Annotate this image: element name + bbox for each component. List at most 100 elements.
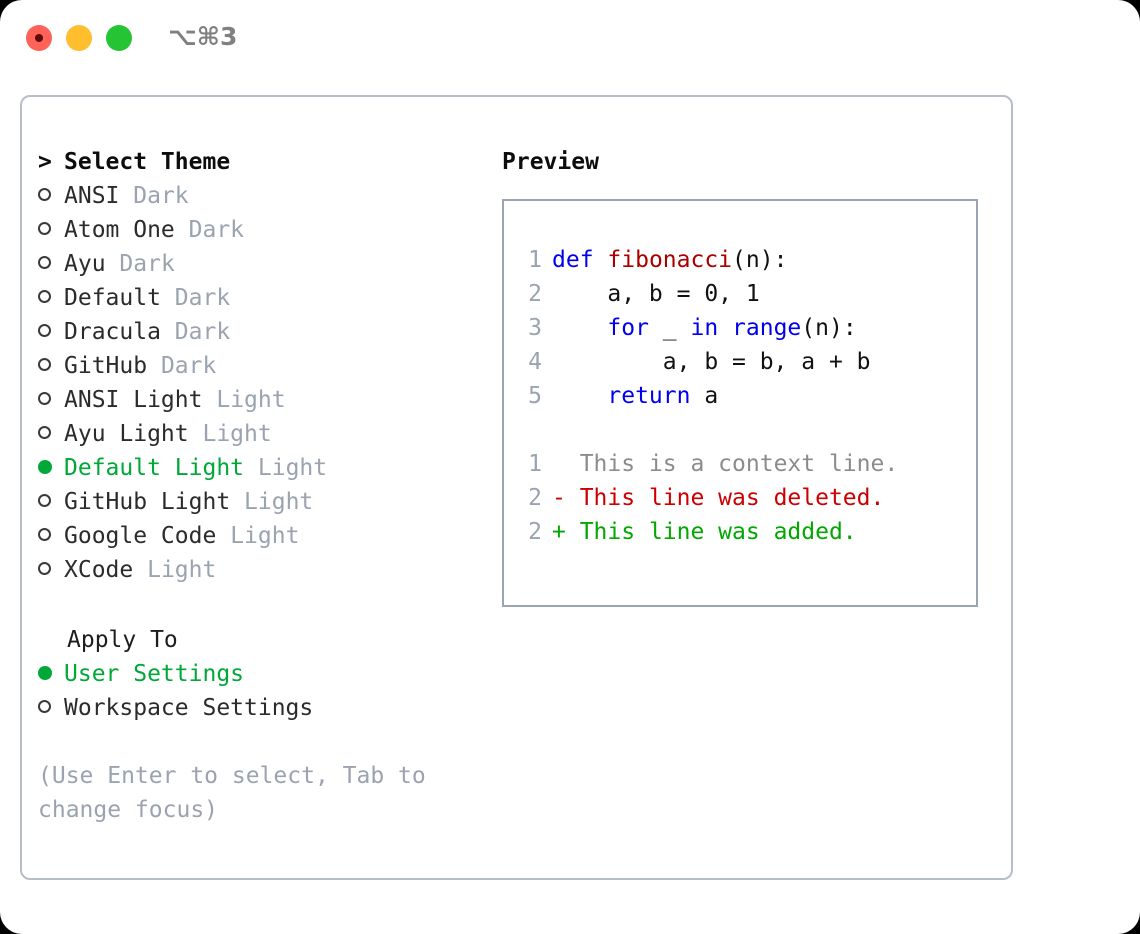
radio-empty-icon[interactable]: [38, 426, 51, 439]
theme-list-item[interactable]: Dracula Dark: [38, 315, 478, 349]
apply-to-option[interactable]: User Settings: [38, 657, 478, 691]
theme-category: Dark: [119, 251, 175, 277]
theme-name: Atom One: [64, 217, 175, 243]
theme-category: Light: [230, 523, 300, 549]
code-line: 1 def fibonacci(n):: [516, 243, 968, 277]
code-token: a: [690, 383, 719, 409]
apply-to-title: Apply To: [67, 627, 178, 653]
radio-empty-icon[interactable]: [38, 392, 51, 405]
close-button[interactable]: [26, 25, 52, 51]
code-token: [552, 383, 607, 409]
code-token: [552, 315, 607, 341]
theme-list-item[interactable]: Default Light Light: [38, 451, 478, 485]
diff-line: 2- This line was deleted.: [516, 481, 968, 515]
line-number: 1: [528, 451, 542, 477]
theme-name: ANSI: [64, 183, 120, 209]
radio-empty-icon[interactable]: [38, 222, 51, 235]
diff-line: 2 + This line was added.: [516, 515, 968, 549]
theme-list-item[interactable]: Default Dark: [38, 281, 478, 315]
theme-name: Default: [64, 285, 161, 311]
radio-empty-icon[interactable]: [38, 358, 51, 371]
hint-gap: [38, 725, 478, 759]
radio-empty-icon[interactable]: [38, 188, 51, 201]
theme-name: GitHub Light: [64, 489, 231, 515]
radio-selected-icon[interactable]: [38, 459, 52, 474]
radio-empty-icon[interactable]: [38, 528, 51, 541]
diff-text: This line was deleted.: [565, 485, 885, 511]
line-number: 1: [528, 247, 542, 273]
theme-name: Default Light: [64, 455, 245, 481]
radio-selected-icon[interactable]: [38, 665, 52, 680]
theme-category: Dark: [160, 353, 217, 379]
apply-to-label: User Settings: [64, 661, 245, 687]
title-bar: ⌥⌘3: [0, 0, 1140, 80]
keyboard-hint: (Use Enter to select, Tab to change focu…: [38, 763, 426, 823]
theme-category: Light: [257, 455, 328, 481]
diff-text: This is a context line.: [565, 451, 899, 477]
minimize-button[interactable]: [66, 25, 92, 51]
code-token: def: [552, 247, 594, 273]
radio-empty-icon[interactable]: [38, 256, 51, 269]
theme-list-item[interactable]: ANSI Light Light: [38, 383, 478, 417]
theme-category: Dark: [174, 285, 231, 311]
radio-empty-icon[interactable]: [38, 562, 51, 575]
theme-name: ANSI Light: [64, 387, 203, 413]
diff-sign: -: [552, 485, 566, 511]
code-token: (n):: [801, 315, 857, 341]
theme-list-item[interactable]: Atom One Dark: [38, 213, 478, 247]
theme-list-item[interactable]: Google Code Light: [38, 519, 478, 553]
apply-to-option[interactable]: Workspace Settings: [38, 691, 478, 725]
radio-empty-icon[interactable]: [38, 324, 51, 337]
theme-category: Light: [202, 421, 272, 447]
theme-name: Google Code: [64, 523, 217, 549]
theme-category: Light: [244, 489, 314, 515]
theme-name: XCode: [64, 557, 134, 583]
zoom-button[interactable]: [106, 25, 132, 51]
diff-lines: 1 This is a context line.2- This line wa…: [516, 447, 968, 549]
code-line: 3 for _ in range(n):: [516, 311, 968, 345]
select-theme-title: Select Theme: [64, 149, 231, 175]
code-token: a, b = b, a + b: [552, 349, 871, 375]
theme-category: Light: [216, 387, 286, 413]
section-gap: [38, 587, 478, 623]
code-token: for: [607, 315, 649, 341]
code-line: 2 a, b = 0, 1: [516, 277, 968, 311]
radio-empty-icon[interactable]: [38, 494, 51, 507]
preview-title: Preview: [502, 149, 599, 175]
theme-category: Dark: [188, 217, 245, 243]
radio-empty-icon[interactable]: [38, 290, 51, 303]
code-line: 4 a, b = b, a + b: [516, 345, 968, 379]
apply-to-label: Workspace Settings: [64, 695, 314, 721]
theme-list-item[interactable]: Ayu Dark: [38, 247, 478, 281]
theme-list-item[interactable]: GitHub Light Light: [38, 485, 478, 519]
diff-line: 1 This is a context line.: [516, 447, 968, 481]
code-token: [594, 247, 608, 273]
line-number: 5: [528, 383, 542, 409]
radio-empty-icon[interactable]: [38, 700, 51, 713]
code-token: (n):: [732, 247, 788, 273]
theme-list-item[interactable]: XCode Light: [38, 553, 478, 587]
keyboard-shortcut-label: ⌥⌘3: [168, 22, 238, 51]
theme-category: Dark: [133, 183, 189, 209]
theme-name: Dracula: [64, 319, 161, 345]
theme-list-item[interactable]: ANSI Dark: [38, 179, 478, 213]
diff-text: This line was added.: [565, 519, 857, 545]
line-number: 2: [528, 519, 542, 545]
theme-list-item[interactable]: Ayu Light Light: [38, 417, 478, 451]
apply-to-header: Apply To: [38, 623, 478, 657]
code-token: fibonacci: [607, 247, 733, 273]
line-number: 3: [528, 315, 542, 341]
theme-list-item[interactable]: GitHub Dark: [38, 349, 478, 383]
diff-sign: +: [552, 519, 566, 545]
code-token: _: [648, 315, 691, 341]
code-token: [718, 315, 732, 341]
select-theme-header: >Select Theme: [38, 145, 478, 179]
theme-name: GitHub: [64, 353, 148, 379]
